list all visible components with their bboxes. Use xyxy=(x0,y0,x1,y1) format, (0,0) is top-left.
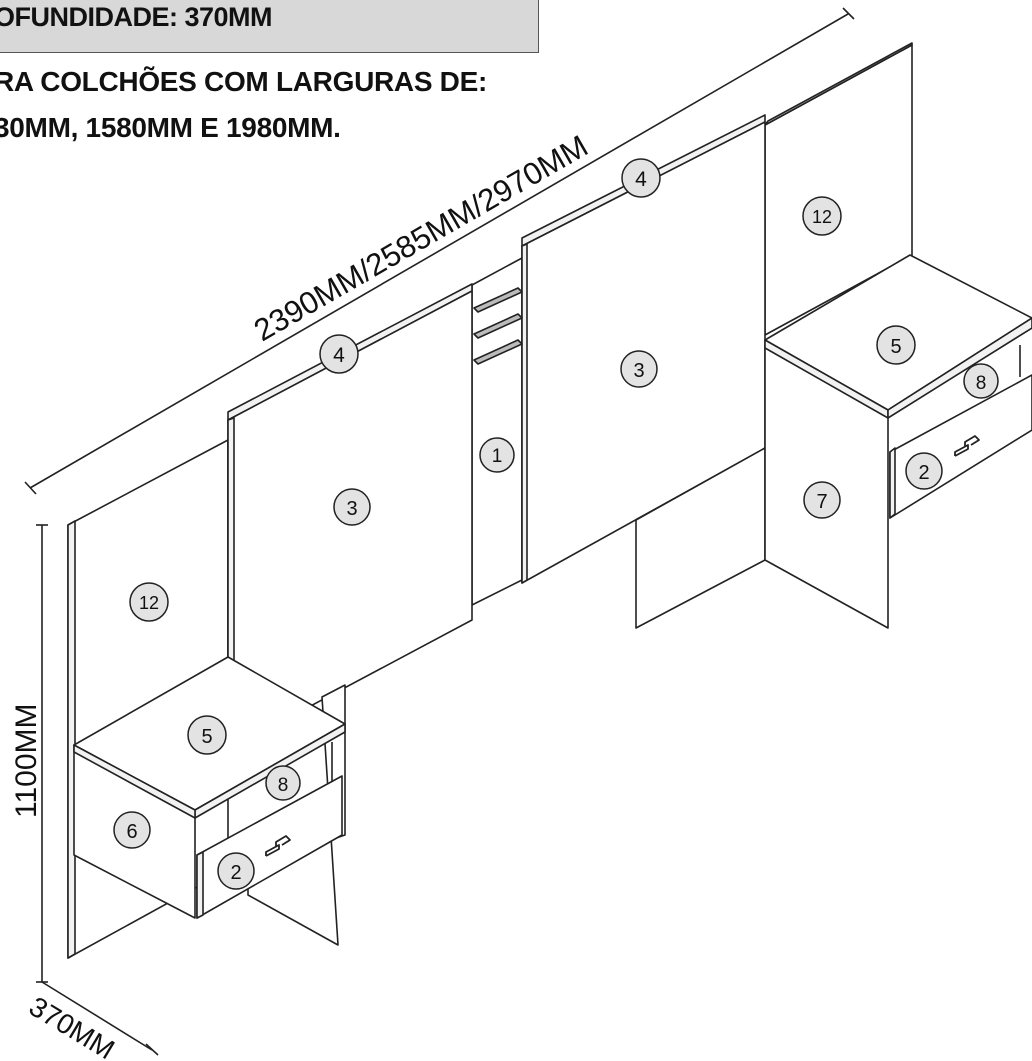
callout-2-left: 2 xyxy=(217,852,255,890)
mattress-note-line2: 30MM, 1580MM E 1980MM. xyxy=(0,112,341,143)
depth-label-box xyxy=(0,0,539,53)
drawer-pull-left-icon xyxy=(265,835,291,857)
callout-4-left: 4 xyxy=(319,334,359,374)
callout-8-left: 8 xyxy=(265,765,301,801)
width-dimension-line xyxy=(24,7,855,495)
depth-label: OFUNDIDADE: 370MM xyxy=(0,2,273,32)
svg-text:3: 3 xyxy=(346,498,357,520)
handle-top xyxy=(473,287,523,313)
svg-text:4: 4 xyxy=(333,344,345,367)
svg-text:7: 7 xyxy=(816,491,827,513)
mattress-note-line1: RA COLCHÕES COM LARGURAS DE: xyxy=(0,66,488,97)
callout-5-left: 5 xyxy=(187,715,227,755)
depth-dimension-line xyxy=(41,981,159,1056)
callout-6: 6 xyxy=(113,811,151,849)
svg-text:5: 5 xyxy=(201,726,212,748)
svg-text:8: 8 xyxy=(278,775,289,796)
svg-text:1: 1 xyxy=(492,446,503,467)
svg-text:8: 8 xyxy=(976,373,987,394)
svg-text:2: 2 xyxy=(918,462,929,484)
callout-5-right: 5 xyxy=(876,325,916,365)
drawer-pull-right-icon xyxy=(954,435,980,457)
svg-text:12: 12 xyxy=(139,593,159,613)
callout-1: 1 xyxy=(479,437,515,473)
callout-12-right: 12 xyxy=(802,196,842,236)
svg-text:12: 12 xyxy=(812,207,832,227)
callout-12-left: 12 xyxy=(129,582,169,622)
callout-4-right: 4 xyxy=(621,158,661,198)
callout-3-left: 3 xyxy=(333,488,371,526)
right-side-panel xyxy=(764,42,913,336)
callout-8-right: 8 xyxy=(963,363,999,399)
handle-bottom xyxy=(473,339,523,365)
svg-text:3: 3 xyxy=(633,360,644,382)
svg-text:2: 2 xyxy=(230,862,241,884)
callout-2-right: 2 xyxy=(905,452,943,490)
handle-middle xyxy=(473,313,523,339)
callout-3-right: 3 xyxy=(620,350,658,388)
svg-text:4: 4 xyxy=(635,168,647,191)
svg-text:5: 5 xyxy=(890,336,901,358)
height-dimension-label: 1100MM xyxy=(10,704,43,819)
svg-text:6: 6 xyxy=(126,821,137,843)
callout-7: 7 xyxy=(803,481,841,519)
